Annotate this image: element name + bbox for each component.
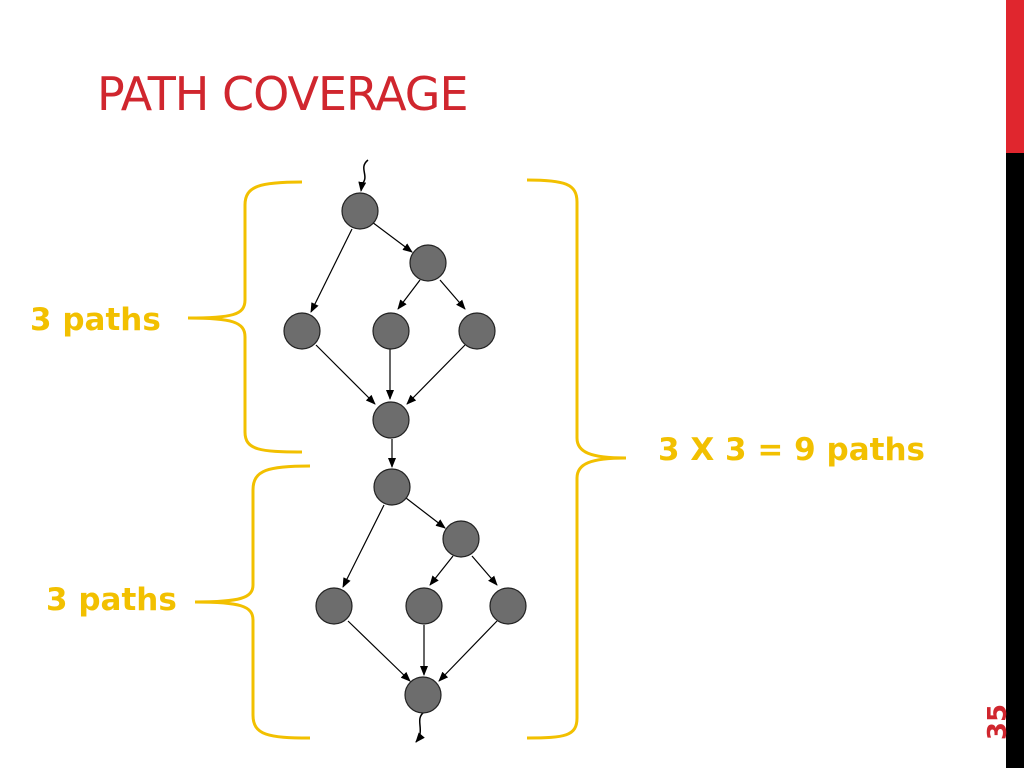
node-bottom-entry: [373, 468, 411, 506]
brace-top: [187, 180, 303, 454]
node-bottom-left: [315, 587, 353, 625]
bottom-paths-label: 3 paths: [46, 582, 177, 618]
brace-bottom: [194, 464, 311, 740]
path-coverage-diagram: [187, 159, 627, 743]
node-bottom-middle: [405, 587, 443, 625]
slide-title: PATH COVERAGE: [97, 67, 469, 121]
node-top-entry: [341, 192, 379, 230]
node-bottom-join: [404, 676, 442, 714]
accent-bar-top: [1006, 0, 1024, 153]
node-top-right: [458, 312, 496, 350]
node-top-join: [372, 401, 410, 439]
brace-total: [526, 178, 627, 740]
nodes: [283, 192, 527, 714]
exit-squiggle: [415, 711, 425, 743]
node-bottom-right: [489, 587, 527, 625]
total-paths-label: 3 X 3 = 9 paths: [658, 432, 925, 468]
entry-squiggle: [361, 159, 369, 185]
edges-bottom: [342, 497, 498, 682]
node-top-left: [283, 312, 321, 350]
accent-bar-bottom: [1006, 153, 1024, 768]
node-top-middle: [372, 312, 410, 350]
slide-number: 35: [983, 703, 1013, 741]
edges-top: [310, 221, 466, 468]
entry-edge: [358, 181, 367, 192]
top-paths-label: 3 paths: [30, 302, 161, 338]
node-top-branch: [409, 244, 447, 282]
node-bottom-branch: [442, 520, 480, 558]
